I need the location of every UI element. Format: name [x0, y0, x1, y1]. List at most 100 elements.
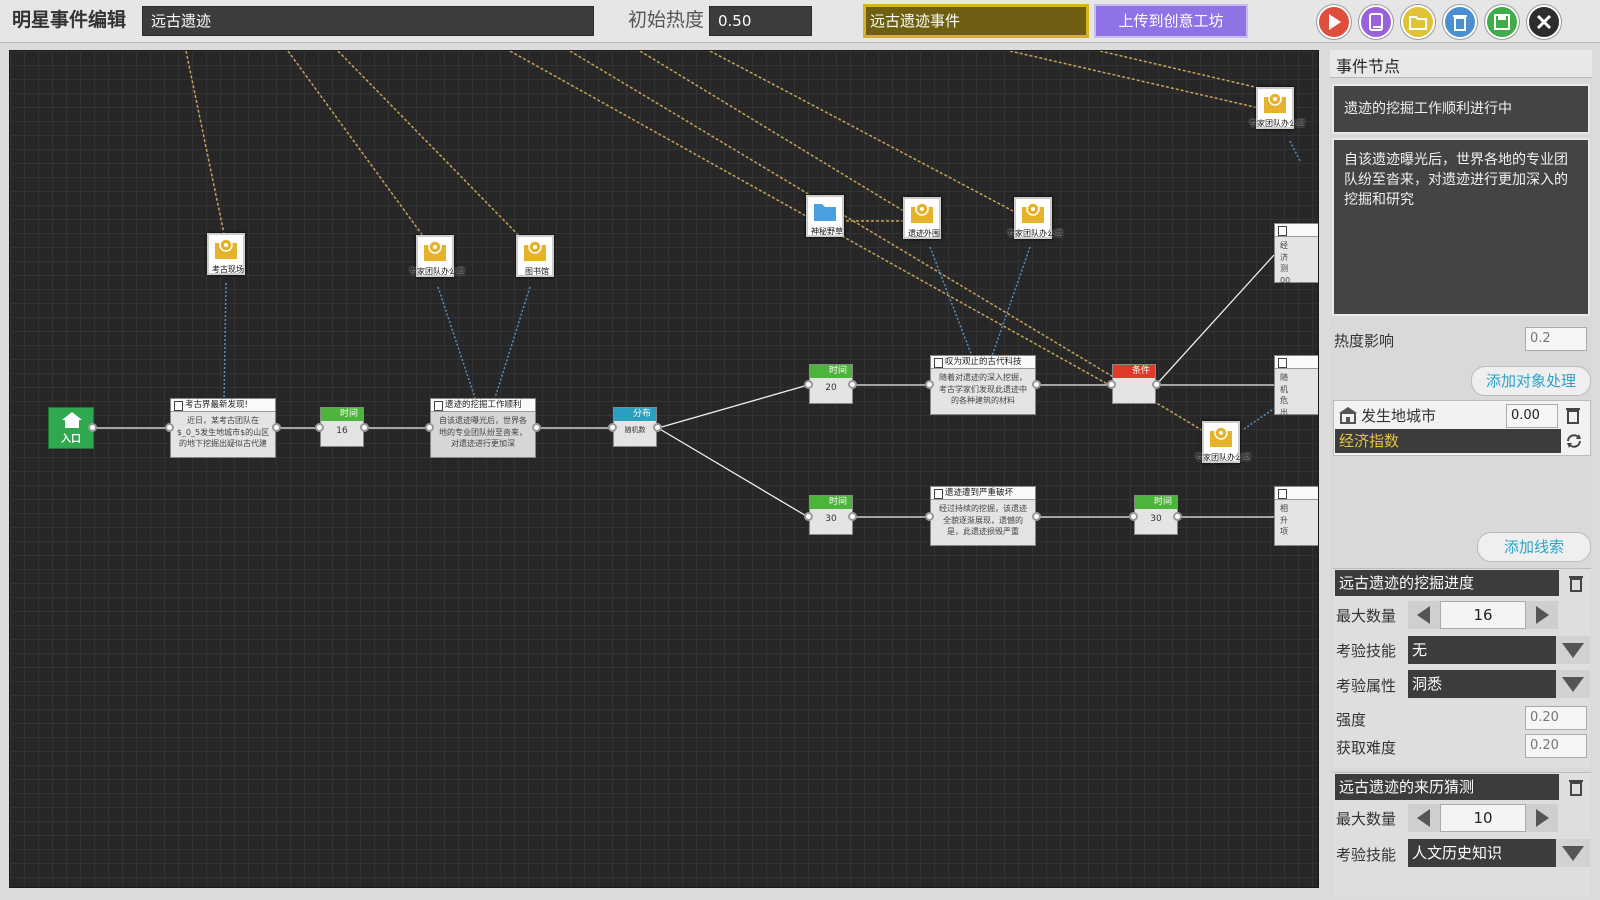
economy-index-select[interactable]: 经济指数 — [1335, 429, 1561, 453]
input-port[interactable] — [425, 423, 434, 432]
timer-node-30[interactable]: 时间 30 — [809, 495, 853, 535]
skill-dropdown-button[interactable] — [1556, 839, 1590, 867]
distribution-node[interactable]: 分布 随机数 — [613, 407, 657, 447]
timer-value: 20 — [825, 383, 837, 393]
event-node-discovery[interactable]: 考古界最新发现! 近日，某考古团队在$_0_5发生地城市$的山区的地下挖掘出疑似… — [170, 398, 276, 458]
upload-workshop-button[interactable]: 上传到创意工坊 — [1094, 4, 1248, 38]
event-node-edge-mid[interactable]: 随机危出 — [1274, 355, 1318, 417]
timer-tag: 时间 — [1135, 496, 1177, 509]
event-node-edge-bottom[interactable]: 相升项 — [1274, 486, 1318, 546]
map-pin-icon — [215, 238, 237, 259]
distribution-tag: 分布 — [614, 408, 656, 421]
event-type-select[interactable]: 远古遗迹事件 — [863, 4, 1089, 38]
output-port[interactable] — [653, 423, 662, 432]
trash-icon[interactable] — [1566, 777, 1586, 797]
event-node-damaged[interactable]: 遗迹遭到严重破坏 经过持续的挖掘，该遗迹全貌逐渐展现，遗憾的是，此遗迹损毁严重 — [930, 486, 1036, 546]
timer-node-16[interactable]: 时间 16 — [320, 407, 364, 447]
initial-heat-input[interactable]: 0.50 — [709, 6, 812, 36]
difficulty-input[interactable]: 0.20 — [1525, 734, 1587, 758]
heat-influence-input[interactable]: 0.2 — [1525, 327, 1587, 351]
skill-select[interactable]: 人文历史知识 — [1408, 839, 1556, 867]
app-title: 明星事件编辑 — [12, 9, 127, 31]
add-object-handler-button[interactable]: 添加对象处理 — [1471, 366, 1591, 396]
output-port[interactable] — [1173, 512, 1182, 521]
output-port[interactable] — [1032, 512, 1041, 521]
condition-node[interactable]: 条件 — [1112, 364, 1156, 404]
location-pin[interactable]: 专家团队办公室 — [1195, 421, 1251, 463]
output-port[interactable] — [360, 423, 369, 432]
entry-node[interactable]: 入口 — [48, 407, 94, 449]
entry-output-port[interactable] — [88, 423, 97, 432]
event-name-input[interactable]: 远古遗迹 — [142, 6, 594, 36]
timer-value: 30 — [1150, 514, 1162, 524]
location-pin[interactable]: 遗迹外围 — [903, 197, 941, 239]
initial-heat-label: 初始热度 — [628, 9, 705, 31]
location-pin[interactable]: 专家团队办公室 — [1007, 197, 1063, 239]
refresh-icon[interactable] — [1564, 431, 1584, 451]
trash-icon[interactable] — [1563, 405, 1583, 425]
input-port[interactable] — [165, 423, 174, 432]
max-count-label: 最大数量 — [1336, 810, 1397, 828]
add-clue-button[interactable]: 添加线索 — [1477, 532, 1591, 562]
input-port[interactable] — [1129, 512, 1138, 521]
input-port[interactable] — [804, 380, 813, 389]
input-port[interactable] — [315, 423, 324, 432]
event-node-body: 相升项 — [1280, 504, 1288, 536]
input-port[interactable] — [608, 423, 617, 432]
clue-title-input[interactable]: 远古遗迹的来历猜测 — [1335, 774, 1559, 800]
timer-tag: 时间 — [810, 365, 852, 378]
location-pin[interactable]: 专家团队办公室 — [1249, 87, 1305, 129]
node-graph-canvas[interactable]: 入口 考古界最新发现! 近日，某考古团队在$_0_5发生地城市$的山区的地下挖掘… — [9, 50, 1319, 888]
save-button[interactable] — [1485, 5, 1519, 39]
location-pin[interactable]: 专家团队办公室 — [409, 235, 465, 277]
location-pin-folder[interactable]: 神秘野草 — [806, 195, 844, 237]
event-node-edge-top[interactable]: 经济测00 — [1274, 223, 1318, 285]
output-port[interactable] — [1032, 380, 1041, 389]
event-node-excavation[interactable]: 遗迹的挖掘工作顺利 自该遗迹曝光后，世界各地的专业团队纷至沓来，对遗迹进行更加深 — [430, 398, 536, 458]
increment-button[interactable] — [1526, 601, 1558, 629]
max-count-value[interactable]: 16 — [1440, 601, 1526, 629]
timer-value: 30 — [825, 514, 837, 524]
input-port[interactable] — [804, 512, 813, 521]
skill-label: 考验技能 — [1336, 642, 1397, 660]
input-port[interactable] — [925, 512, 934, 521]
output-port[interactable] — [848, 512, 857, 521]
map-pin-icon — [424, 240, 446, 261]
strength-input[interactable]: 0.20 — [1525, 706, 1587, 730]
panel-section-title: 事件节点 — [1336, 57, 1401, 76]
output-port[interactable] — [1152, 380, 1161, 389]
skill-select[interactable]: 无 — [1408, 636, 1556, 664]
attribute-dropdown-button[interactable] — [1556, 670, 1590, 698]
timer-node-30b[interactable]: 时间 30 — [1134, 495, 1178, 535]
output-port[interactable] — [272, 423, 281, 432]
input-port[interactable] — [1107, 380, 1116, 389]
skill-dropdown-button[interactable] — [1556, 636, 1590, 664]
play-button[interactable] — [1317, 5, 1351, 39]
location-pin[interactable]: 考古现场 — [207, 233, 245, 275]
city-value-input[interactable]: 0.00 — [1506, 404, 1558, 428]
increment-button[interactable] — [1526, 804, 1558, 832]
event-node-body: 随着对遗迹的深入挖掘，考古学家们发现此遗迹中的各种建筑的材料 — [939, 373, 1027, 405]
decrement-button[interactable] — [1408, 804, 1440, 832]
event-node-ancient-tech[interactable]: 叹为观止的古代科技 随着对遗迹的深入挖掘，考古学家们发现此遗迹中的各种建筑的材料 — [930, 355, 1036, 415]
decrement-button[interactable] — [1408, 601, 1440, 629]
event-node-body: 近日，某考古团队在$_0_5发生地城市$的山区的地下挖掘出疑似古代建 — [176, 416, 270, 448]
input-port[interactable] — [925, 380, 934, 389]
attribute-select[interactable]: 洞悉 — [1408, 670, 1556, 698]
timer-node-20[interactable]: 时间 20 — [809, 364, 853, 404]
delete-button[interactable] — [1443, 5, 1477, 39]
location-pin[interactable]: 图书馆 — [516, 235, 554, 277]
trash-icon[interactable] — [1566, 573, 1586, 593]
timer-tag: 时间 — [810, 496, 852, 509]
node-title-field[interactable]: 遗迹的挖掘工作顺利进行中 — [1332, 84, 1590, 134]
clue-title-input[interactable]: 远古遗迹的挖掘进度 — [1335, 570, 1559, 596]
node-description-field[interactable]: 自该遗迹曝光后，世界各地的专业团队纷至沓来，对遗迹进行更加深入的挖掘和研究 — [1332, 138, 1590, 316]
output-port[interactable] — [848, 380, 857, 389]
condition-tag: 条件 — [1113, 365, 1155, 378]
output-port[interactable] — [532, 423, 541, 432]
arrow-right-icon — [1536, 809, 1549, 827]
close-button[interactable] — [1527, 5, 1561, 39]
max-count-value[interactable]: 10 — [1440, 804, 1526, 832]
book-button[interactable] — [1359, 5, 1393, 39]
open-folder-button[interactable] — [1401, 5, 1435, 39]
